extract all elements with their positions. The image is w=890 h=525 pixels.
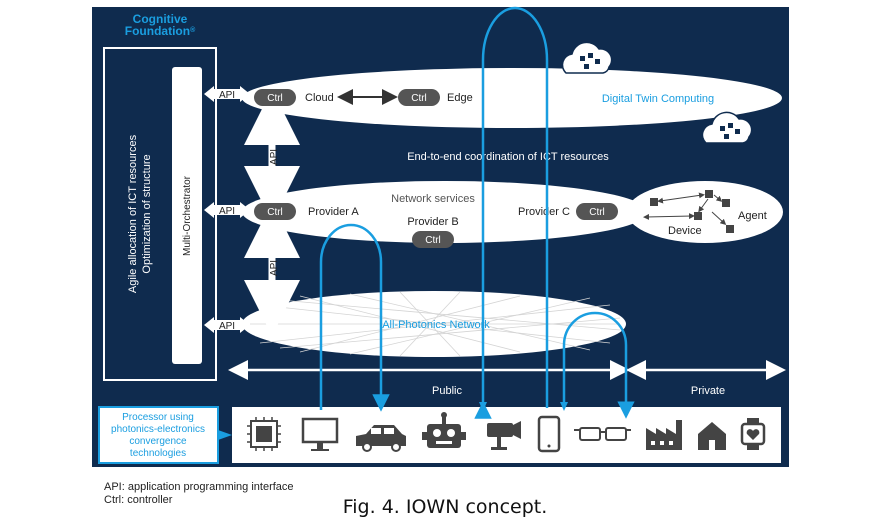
optimization-label: Optimization of structure bbox=[141, 154, 153, 273]
node-icon bbox=[650, 198, 658, 206]
provider-a-label: Provider A bbox=[308, 206, 359, 218]
device-label: Device bbox=[668, 225, 702, 237]
processor-pointer bbox=[218, 430, 232, 440]
node-icon bbox=[722, 199, 730, 207]
api-label: API bbox=[219, 206, 235, 217]
private-label: Private bbox=[691, 385, 725, 397]
arrowhead-icon bbox=[377, 402, 385, 411]
api-connector-network: API bbox=[204, 202, 250, 218]
chip-icon bbox=[247, 417, 281, 451]
node-icon bbox=[705, 190, 713, 198]
provider-c-label: Provider C bbox=[518, 206, 570, 218]
api-connector-photonics: API bbox=[204, 317, 250, 333]
photonics-label: All-Photonics Network bbox=[382, 319, 490, 331]
processor-text-line: Processor using bbox=[122, 412, 194, 423]
svg-text:Ctrl: Ctrl bbox=[267, 93, 283, 104]
processor-text-line: convergence bbox=[129, 436, 187, 447]
svg-text:Ctrl: Ctrl bbox=[589, 207, 605, 218]
multi-orchestrator-bar bbox=[172, 67, 202, 364]
node-icon bbox=[694, 212, 702, 220]
house-icon bbox=[698, 422, 726, 450]
api-vertical-cloud-network: API bbox=[244, 89, 300, 222]
ctrl-pill-provider-c: Ctrl bbox=[576, 203, 618, 220]
coordination-label: End-to-end coordination of ICT resources bbox=[407, 151, 609, 163]
digital-twin-icon bbox=[561, 41, 613, 74]
svg-text:Ctrl: Ctrl bbox=[267, 207, 283, 218]
processor-text-line: photonics-electronics bbox=[111, 424, 205, 435]
footnote-api: API: application programming interface bbox=[104, 481, 294, 493]
robot-icon bbox=[422, 412, 466, 448]
api-label: API bbox=[269, 260, 280, 276]
glasses-icon bbox=[574, 427, 631, 441]
svg-text:Ctrl: Ctrl bbox=[425, 235, 441, 246]
arc-photonics bbox=[562, 311, 635, 419]
processor-box bbox=[98, 406, 219, 464]
camera-icon bbox=[487, 421, 521, 450]
connection-arcs bbox=[319, 6, 635, 419]
agent-label: Agent bbox=[738, 210, 767, 222]
ctrl-pill-cloud: Ctrl bbox=[254, 89, 296, 106]
api-label: API bbox=[219, 90, 235, 101]
digital-twin-icon bbox=[701, 111, 753, 144]
ctrl-pill-provider-b: Ctrl bbox=[412, 231, 454, 248]
api-vertical-network-photonics: API bbox=[244, 202, 300, 336]
arc-edge bbox=[474, 6, 549, 419]
public-label: Public bbox=[432, 385, 462, 397]
car-icon bbox=[356, 425, 406, 452]
provider-b-label: Provider B bbox=[407, 216, 458, 228]
api-label: API bbox=[219, 321, 235, 332]
ctrl-pill-edge: Ctrl bbox=[398, 89, 440, 106]
api-connector-cloud: API bbox=[204, 86, 250, 102]
processor-text-line: technologies bbox=[130, 448, 186, 459]
ctrl-pill-provider-a: Ctrl bbox=[254, 203, 296, 220]
cloud-label: Cloud bbox=[305, 92, 334, 104]
api-label: API bbox=[269, 149, 280, 165]
node-icon bbox=[726, 225, 734, 233]
footnote-ctrl: Ctrl: controller bbox=[104, 494, 173, 506]
multi-orchestrator-label: Multi-Orchestrator bbox=[182, 175, 193, 256]
svg-text:Ctrl: Ctrl bbox=[411, 93, 427, 104]
digital-twin-label: Digital Twin Computing bbox=[602, 93, 714, 105]
network-services-title: Network services bbox=[391, 193, 475, 205]
figure-caption: Fig. 4. IOWN concept. bbox=[342, 496, 548, 518]
arrowhead-icon bbox=[479, 402, 487, 411]
agile-allocation-label: Agile allocation of ICT resources bbox=[127, 134, 139, 293]
arrowhead-icon bbox=[560, 402, 568, 411]
smartwatch-icon bbox=[740, 418, 766, 450]
monitor-icon bbox=[301, 417, 339, 451]
arc-provider-a bbox=[319, 223, 390, 412]
cloud-layer bbox=[242, 68, 782, 128]
tablet-icon bbox=[537, 415, 561, 453]
device-agent-graph bbox=[643, 190, 734, 233]
factory-icon bbox=[646, 420, 682, 450]
edge-label: Edge bbox=[447, 92, 473, 104]
